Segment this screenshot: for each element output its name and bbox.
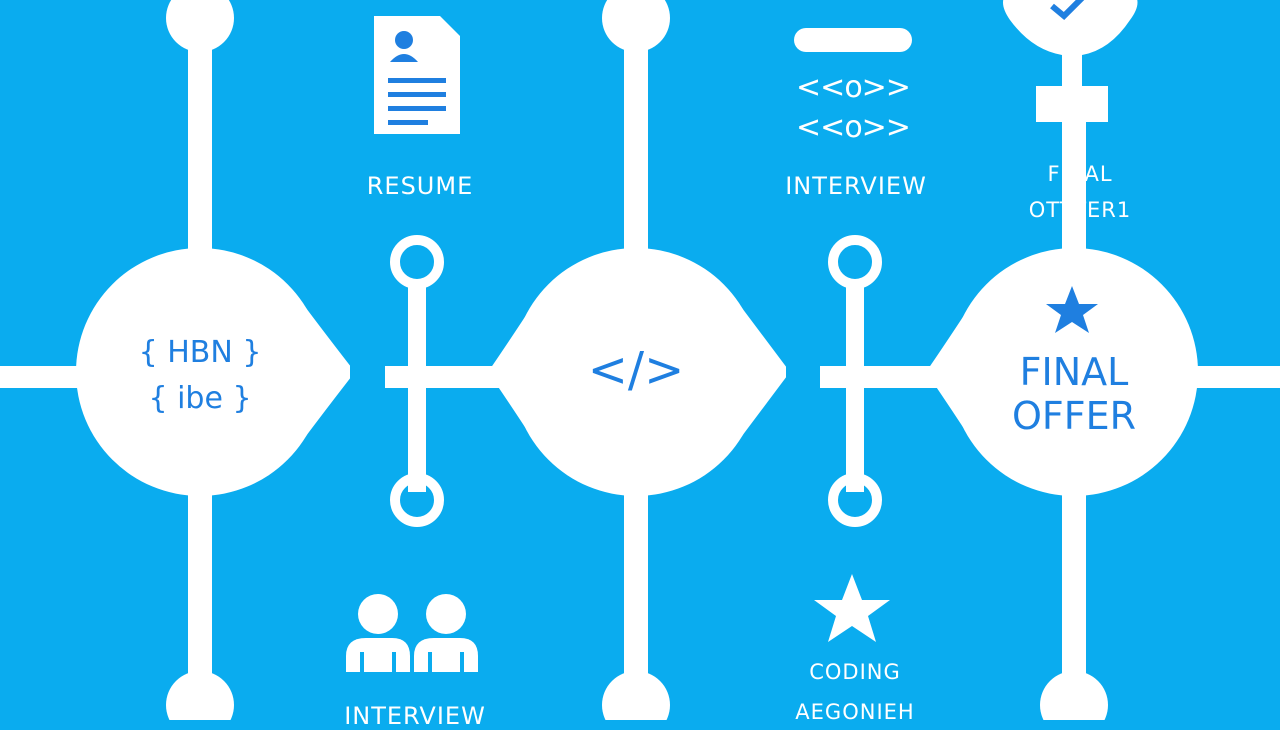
terminal-dot: [166, 0, 234, 52]
stage-label-interview-bottom: INTERVIEW: [344, 702, 486, 730]
code-icon-line-1: <<o>>: [796, 70, 911, 105]
stage-label-final-offer-line2: OTTTER1: [1028, 198, 1132, 222]
stage-label-coding-line2: AEGONIEH: [795, 700, 915, 724]
stage-label-interview-top: INTERVIEW: [785, 172, 927, 200]
node-center: [488, 248, 808, 496]
spine-left: [0, 366, 90, 388]
people-icon: [346, 594, 478, 672]
code-icon-line-2: <<o>>: [796, 110, 911, 145]
stage-label-coding-line1: CODING: [809, 660, 901, 684]
terminal-dot: [1040, 671, 1108, 720]
stage-label-final-offer-line1: FINAL: [1047, 162, 1113, 186]
node-center-code-tag: </>: [587, 342, 685, 398]
branch-connector-left: [390, 235, 444, 527]
node-left-line1: { HBN }: [138, 335, 262, 370]
code-brackets-icon: [794, 28, 912, 52]
terminal-dot: [602, 671, 670, 720]
terminal-dot: [166, 671, 234, 720]
stage-label-resume: RESUME: [366, 172, 474, 200]
terminal-dot: [602, 0, 670, 52]
star-icon: [814, 574, 890, 642]
star-icon: [1046, 286, 1098, 333]
spine-right: [1190, 366, 1280, 388]
resume-icon: [374, 16, 460, 134]
trophy-icon: [1003, 0, 1138, 122]
node-right-line1: FINAL: [1019, 350, 1129, 394]
node-left-line2: { ibe }: [148, 381, 252, 416]
node-right-line2: OFFER: [1011, 394, 1137, 438]
node-left: [76, 248, 372, 496]
branch-connector-right: [828, 235, 882, 527]
node-right: [926, 248, 1198, 496]
